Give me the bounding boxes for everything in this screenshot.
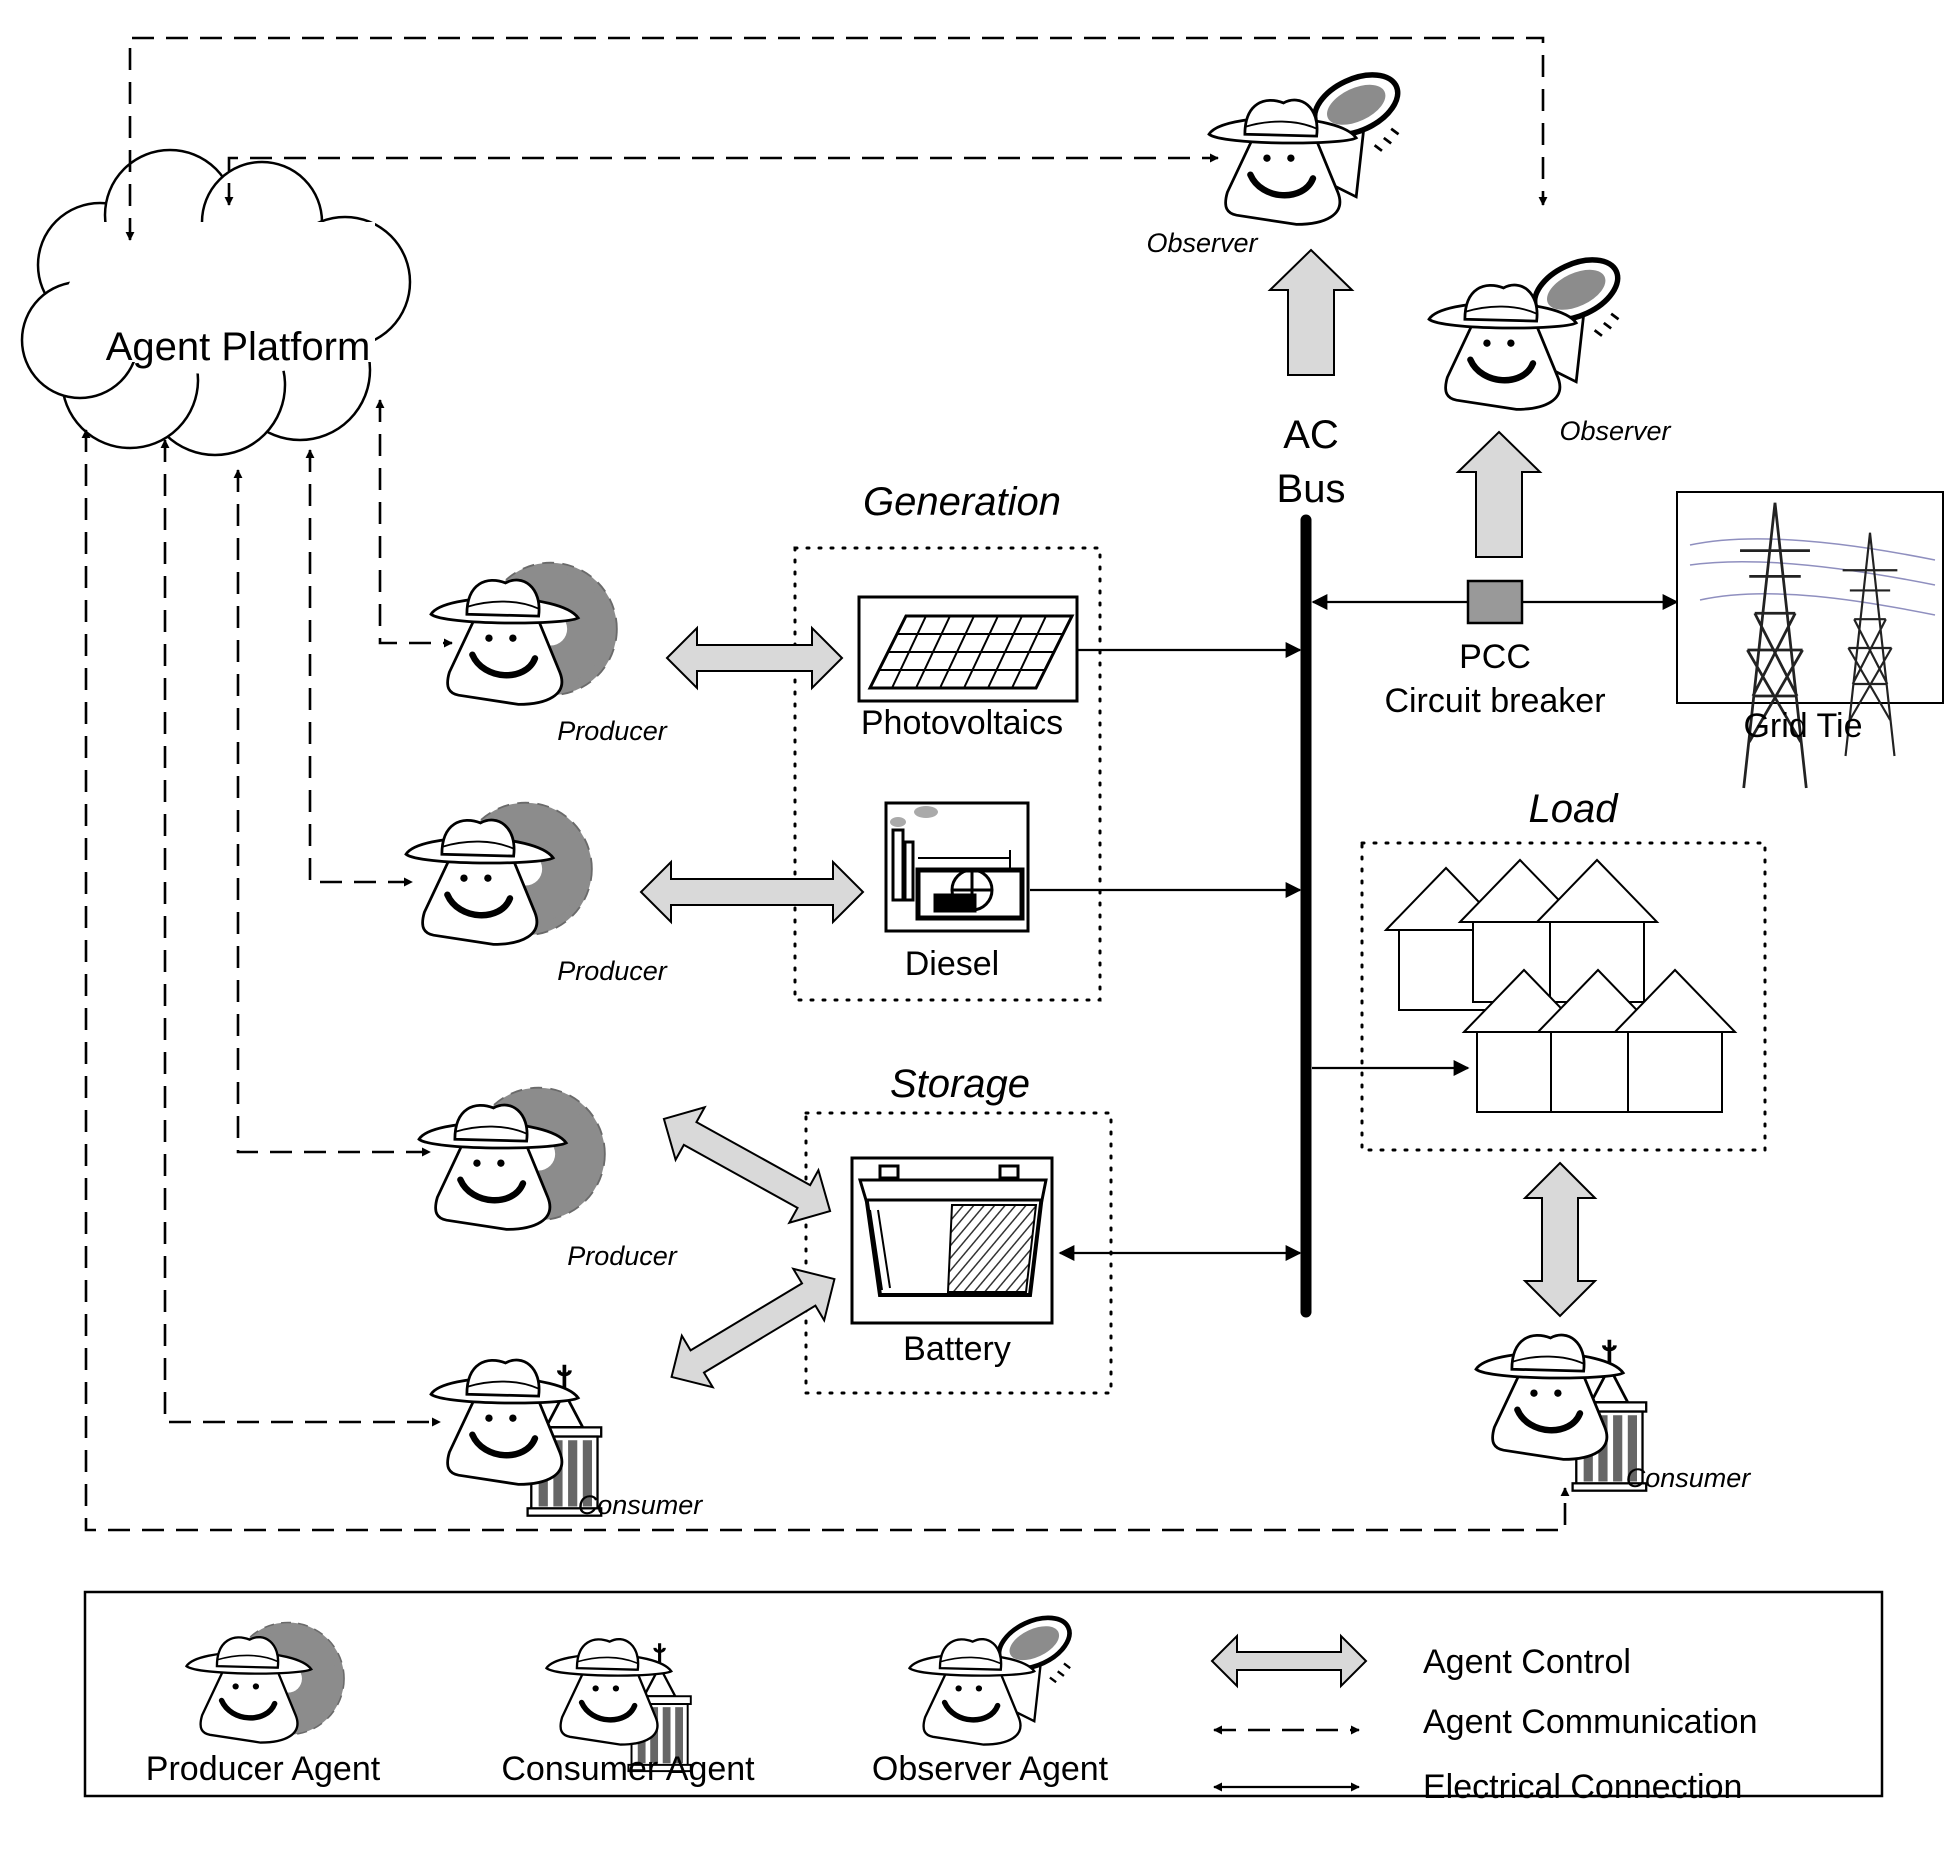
producer-agent-storage: Producer: [419, 1088, 678, 1271]
producer-agent-icon: [419, 1088, 605, 1230]
consumer-storage-label: Consumer: [578, 1490, 704, 1520]
legend-electrical-label: Electrical Connection: [1423, 1768, 1742, 1806]
battery-label: Battery: [903, 1330, 1011, 1368]
storage-title: Storage: [890, 1062, 1030, 1106]
load-group-box: [1360, 841, 1767, 1152]
legend-producer-label: Producer Agent: [146, 1750, 381, 1788]
battery-component: Battery: [850, 1156, 1054, 1368]
legend-communication-label: Agent Communication: [1423, 1703, 1758, 1741]
grid-tie-component: Grid Tie: [1676, 491, 1944, 790]
battery-icon: [857, 1164, 1048, 1297]
ac-bus: AC Bus: [1277, 413, 1346, 1318]
observer-pcc-label: Observer: [1559, 416, 1671, 446]
agent-control-arrows: [639, 248, 1598, 1389]
houses-icon: [1385, 859, 1736, 1113]
ac-bus-label-line2: Bus: [1277, 467, 1346, 511]
transmission-tower-icon: [1689, 501, 1936, 790]
diesel-generator-icon: [890, 806, 1025, 921]
producer-storage-label: Producer: [567, 1241, 678, 1271]
observer-agent-pcc: Observer: [1429, 248, 1672, 446]
photovoltaics-label: Photovoltaics: [861, 704, 1063, 742]
legend: Producer Agent Consumer Agent Observer A…: [83, 1590, 1884, 1806]
ac-bus-label-line1: AC: [1283, 413, 1339, 457]
generation-title: Generation: [863, 480, 1061, 524]
circuit-breaker-icon: [1466, 579, 1524, 625]
observer-agent-icon: [1209, 63, 1407, 225]
legend-control-arrow: [1210, 1633, 1368, 1689]
agent-communication-lines: [81, 36, 1570, 1532]
producer-agent-icon: [406, 803, 592, 945]
producer-agent-icon: [431, 563, 617, 705]
consumer-agent-load: Consumer: [1476, 1335, 1751, 1493]
pcc-label-line2: Circuit breaker: [1384, 682, 1605, 720]
producer-pv-label: Producer: [557, 716, 668, 746]
consumer-load-label: Consumer: [1626, 1463, 1752, 1493]
load-title: Load: [1529, 787, 1620, 831]
observer-bus-label: Observer: [1146, 228, 1258, 258]
producer-agent-pv: Producer: [431, 563, 668, 746]
photovoltaics-component: Photovoltaics: [857, 595, 1079, 742]
pcc-circuit-breaker: PCC Circuit breaker: [1384, 579, 1606, 720]
agent-platform-cloud: Agent Platform: [20, 148, 412, 457]
agent-platform-label: Agent Platform: [106, 325, 371, 369]
legend-observer-label: Observer Agent: [872, 1750, 1109, 1788]
diesel-component: Diesel: [884, 801, 1030, 983]
solar-panel-icon: [867, 614, 1075, 690]
producer-diesel-label: Producer: [557, 956, 668, 986]
diesel-label: Diesel: [905, 945, 999, 983]
consumer-agent-icon: [431, 1360, 601, 1516]
generation-group-box: [793, 546, 1102, 1002]
consumer-agent-icon: [1476, 1335, 1646, 1491]
pcc-label-line1: PCC: [1459, 638, 1531, 676]
grid-tie-label: Grid Tie: [1743, 707, 1862, 745]
legend-consumer-label: Consumer Agent: [501, 1750, 755, 1788]
observer-agent-bus: Observer: [1146, 63, 1407, 258]
producer-agent-diesel: Producer: [406, 803, 668, 986]
observer-agent-icon: [1429, 248, 1627, 410]
consumer-agent-storage: Consumer: [431, 1360, 703, 1520]
legend-control-label: Agent Control: [1423, 1643, 1631, 1681]
